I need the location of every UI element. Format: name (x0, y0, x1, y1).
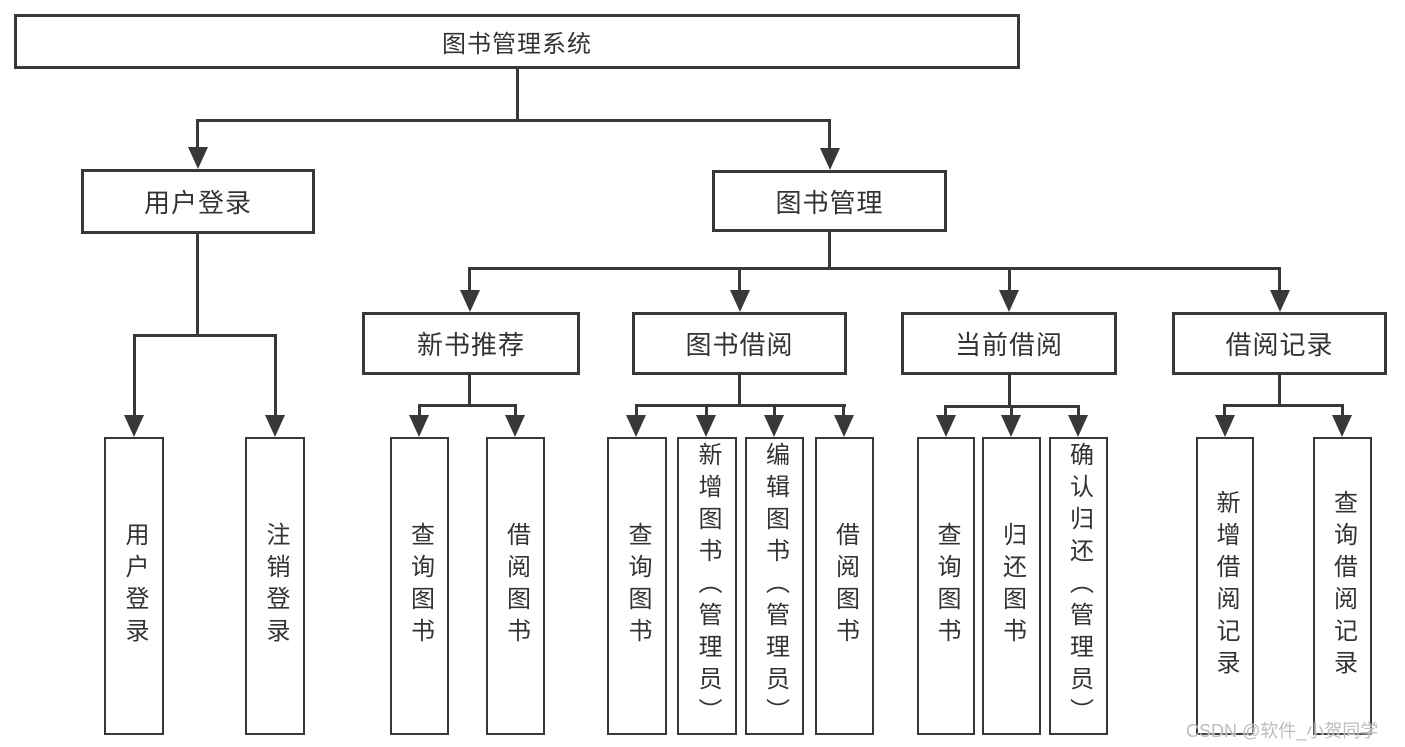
arrowhead-down-icon (834, 415, 854, 437)
arrowhead-down-icon (1068, 415, 1088, 437)
leaf-cb-query-books: 查询图书 (917, 437, 975, 735)
connector-line (133, 334, 277, 337)
leaf-br-query-record: 查询借阅记录 (1313, 437, 1372, 735)
node-new-book-recommend: 新书推荐 (362, 312, 580, 375)
leaf-bb-edit-books-admin: 编辑图书（管理员） (745, 437, 804, 735)
node-label: 归还图书 (998, 522, 1026, 650)
arrowhead-down-icon (460, 290, 480, 312)
node-label: 图书管理系统 (442, 31, 592, 58)
node-book-management: 图书管理 (712, 170, 947, 232)
watermark: CSDN @软件_小贺同学 (1186, 721, 1379, 741)
node-book-management-system: 图书管理系统 (14, 14, 1020, 69)
node-label: 注销登录 (262, 522, 289, 650)
arrowhead-down-icon (936, 415, 956, 437)
leaf-bb-add-books-admin: 新增图书（管理员） (677, 437, 737, 735)
leaf-logout: 注销登录 (245, 437, 305, 735)
arrowhead-down-icon (626, 415, 646, 437)
arrowhead-down-icon (764, 415, 784, 437)
connector-line (196, 119, 199, 152)
node-label: 查询图书 (933, 522, 960, 650)
node-label: 借阅图书 (502, 522, 530, 650)
leaf-nb-query-books: 查询图书 (390, 437, 449, 735)
node-label: 新增图书（管理员） (694, 442, 721, 730)
connector-line (828, 119, 831, 152)
connector-line (196, 119, 831, 122)
connector-line (944, 405, 947, 419)
node-user-login: 用户登录 (81, 169, 315, 234)
node-label: 借阅记录 (1225, 330, 1334, 360)
connector-line (418, 404, 421, 419)
connector-line (705, 404, 708, 419)
connector-line (1341, 404, 1344, 419)
connector-line (738, 267, 741, 293)
connector-line (514, 404, 517, 419)
arrowhead-down-icon (999, 290, 1019, 312)
connector-line (468, 267, 471, 293)
connector-line (1077, 405, 1080, 419)
connector-line (635, 404, 638, 419)
connector-line (842, 404, 845, 419)
leaf-cb-confirm-return-admin: 确认归还（管理员） (1049, 437, 1108, 735)
arrowhead-down-icon (820, 148, 840, 170)
node-label: 图书借阅 (685, 330, 794, 360)
connector-line (468, 373, 471, 407)
connector-line (1278, 267, 1281, 293)
arrowhead-down-icon (409, 415, 429, 437)
arrowhead-down-icon (505, 415, 525, 437)
node-label: 新书推荐 (416, 330, 525, 360)
connector-line (1008, 267, 1011, 293)
node-label: 查询图书 (406, 522, 434, 650)
node-label: 查询借阅记录 (1329, 490, 1357, 682)
connector-line (1278, 373, 1281, 407)
arrowhead-down-icon (1215, 415, 1235, 437)
connector-line (468, 267, 1281, 270)
arrowhead-down-icon (265, 415, 285, 437)
connector-line (418, 404, 517, 407)
connector-line (635, 404, 846, 407)
connector-line (516, 67, 519, 121)
connector-line (1223, 404, 1344, 407)
connector-line (1008, 373, 1011, 407)
connector-line (773, 404, 776, 419)
node-label: 确认归还（管理员） (1065, 442, 1093, 730)
connector-line (196, 232, 199, 336)
node-borrowing-records: 借阅记录 (1172, 312, 1387, 375)
node-label: 用户登录 (121, 522, 148, 650)
leaf-br-add-record: 新增借阅记录 (1196, 437, 1254, 735)
leaf-bb-borrow-books: 借阅图书 (815, 437, 874, 735)
node-current-borrowing: 当前借阅 (901, 312, 1117, 375)
connector-line (828, 230, 831, 270)
connector-line (1223, 404, 1226, 419)
arrowhead-down-icon (696, 415, 716, 437)
node-label: 查询图书 (624, 522, 651, 650)
arrowhead-down-icon (1332, 415, 1352, 437)
connector-line (133, 334, 136, 418)
node-book-borrowing: 图书借阅 (632, 312, 847, 375)
connector-line (1010, 405, 1013, 419)
leaf-user-login: 用户登录 (104, 437, 164, 735)
leaf-cb-return-books: 归还图书 (982, 437, 1041, 735)
node-label: 编辑图书（管理员） (761, 442, 789, 730)
leaf-nb-borrow-books: 借阅图书 (486, 437, 545, 735)
node-label: 新增借阅记录 (1212, 490, 1239, 682)
arrowhead-down-icon (1001, 415, 1021, 437)
arrowhead-down-icon (188, 147, 208, 169)
node-label: 当前借阅 (954, 330, 1063, 360)
leaf-bb-query-books: 查询图书 (607, 437, 667, 735)
arrowhead-down-icon (124, 415, 144, 437)
connector-line (274, 334, 277, 418)
arrowhead-down-icon (730, 290, 750, 312)
node-label: 借阅图书 (831, 522, 859, 650)
arrowhead-down-icon (1270, 290, 1290, 312)
node-label: 图书管理 (775, 187, 884, 218)
connector-line (738, 373, 741, 407)
node-label: 用户登录 (143, 188, 252, 218)
